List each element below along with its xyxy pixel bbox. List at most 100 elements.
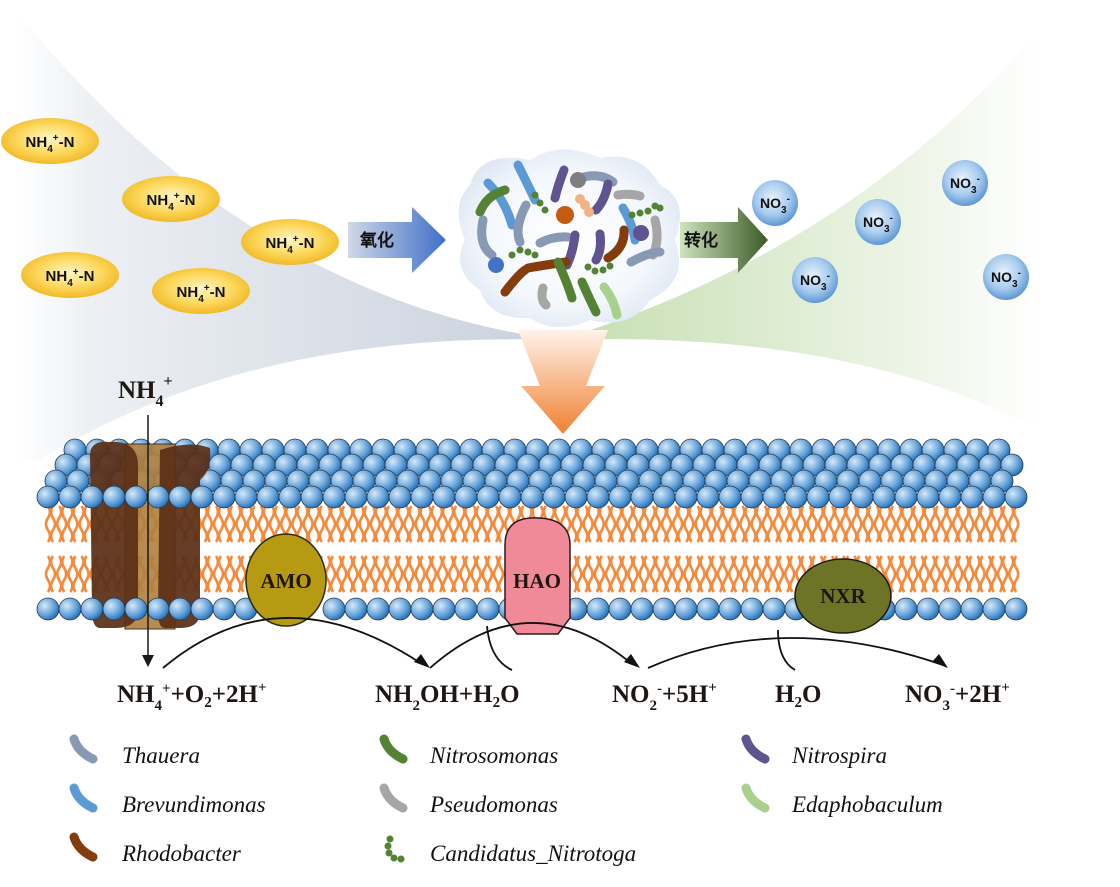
bacterium-edaphobaculum (599, 282, 622, 320)
bacterium-nitrospira (550, 165, 569, 203)
bacterium-pseudomonas (537, 283, 551, 310)
legend-label: Pseudomonas (429, 792, 558, 817)
lipid-head (806, 485, 830, 509)
lipid-head (1004, 485, 1028, 509)
legend-label: Candidatus_Nitrotoga (430, 841, 636, 866)
enzyme-nxr: NXR (794, 558, 892, 634)
bacterium-nitrosomonas (475, 185, 510, 217)
lipid-head (960, 485, 984, 509)
equation-water: H₂O (775, 681, 821, 708)
microbial-community-cloud (458, 149, 680, 328)
equation-nitrate: NO3-+2H+ (905, 680, 1010, 714)
equation-hydroxylamine: NH2OH+H₂O (375, 681, 520, 714)
lipid-head (476, 485, 500, 509)
svg-text:HAO: HAO (513, 569, 561, 593)
lipid-head (366, 597, 390, 621)
legend-chain-icon (384, 835, 405, 863)
lipid-head (256, 485, 280, 509)
lipid-head (520, 485, 544, 509)
arrowheads (414, 654, 948, 668)
legend-item: Candidatus_Nitrotoga (384, 835, 636, 866)
lipid-head (872, 485, 896, 509)
lipid-head (454, 597, 478, 621)
bacterium-nitrospira (591, 229, 605, 265)
ammonium-inlet: NH4+ (118, 373, 173, 667)
enzyme-hao: HAO (504, 517, 571, 635)
lipid-head (410, 597, 434, 621)
ammonium-pill-label: NH4+-N (266, 234, 315, 256)
legend-item: Nitrospira (741, 734, 887, 768)
legend: ThaueraBrevundimonasRhodobacterNitrosomo… (69, 734, 943, 866)
lipid-head (388, 485, 412, 509)
lipid-head (938, 485, 962, 509)
coccus (584, 207, 594, 217)
conversion-label: 转化 (684, 230, 718, 251)
lipid-head (718, 485, 742, 509)
lipid-head (498, 485, 522, 509)
bacterium-nitrosomonas (577, 277, 601, 317)
lipid-head (80, 597, 104, 621)
influent-band (15, 10, 560, 460)
bacterium-thauera (477, 215, 497, 260)
lipid-head (212, 485, 236, 509)
lipid-head (762, 485, 786, 509)
equation-nitrite: NO2-+5H+ (612, 680, 717, 714)
reaction-arrows (162, 617, 941, 671)
ammonium-pill-label: NH4+-N (46, 267, 95, 289)
lipid-head (652, 597, 676, 621)
lipid-head (740, 597, 764, 621)
lipid-head (212, 597, 236, 621)
lipid-head (894, 485, 918, 509)
lipid-head (344, 485, 368, 509)
lipid-head (586, 485, 610, 509)
lipid-head (278, 485, 302, 509)
legend-label: Nitrospira (791, 743, 887, 768)
ammonium-pill: NH4+-N (1, 118, 99, 164)
legend-label: Edaphobaculum (791, 792, 943, 817)
lipid-head (1004, 597, 1028, 621)
lipid-head (740, 485, 764, 509)
lipid-head (608, 485, 632, 509)
lipid-head (58, 485, 82, 509)
lipid-head (454, 485, 478, 509)
lipid-head (234, 485, 258, 509)
lipid-head (982, 597, 1006, 621)
legend-item: Brevundimonas (69, 783, 266, 817)
lipid-head (674, 485, 698, 509)
lipid-head (168, 485, 192, 509)
legend-rod-icon (379, 783, 408, 813)
bacterium-candidatus-nitrotoga (508, 246, 539, 259)
nitrate-ball: NO3- (792, 257, 838, 303)
bacterium-thauera (535, 232, 573, 248)
ammonium-pill: NH4+-N (21, 252, 119, 298)
legend-label: Thauera (122, 743, 200, 768)
ammonium-pill-label: NH4+-N (147, 191, 196, 213)
lipid-heads-inner (36, 485, 1028, 621)
nitrate-ball: NO3- (855, 199, 901, 245)
bacterium-nitrospira (591, 179, 613, 215)
lipid-head (828, 485, 852, 509)
lipid-head (696, 485, 720, 509)
bacterium-candidatus-nitrotoga (584, 262, 614, 275)
lipid-head (58, 597, 82, 621)
legend-item: Pseudomonas (379, 783, 558, 817)
lipid-head (322, 597, 346, 621)
enzyme-amo: AMO (245, 533, 327, 627)
lipid-head (388, 597, 412, 621)
legend-rod-icon (741, 783, 770, 813)
bacterium-candidatus-nitrotoga (531, 191, 549, 214)
lipid-head (938, 597, 962, 621)
lipid-head (982, 485, 1006, 509)
svg-text:AMO: AMO (260, 569, 311, 593)
lipid-head (190, 485, 214, 509)
lipid-head (124, 485, 148, 509)
lipid-head (894, 597, 918, 621)
ammonium-pill: NH4+-N (241, 219, 339, 265)
ammonium-pill: NH4+-N (122, 176, 220, 222)
lipid-head (916, 597, 940, 621)
bacterium-rhodobacter (603, 225, 629, 263)
legend-item: Nitrosomonas (379, 734, 558, 768)
lipid-head (674, 597, 698, 621)
nitrate-ball: NO3- (983, 254, 1029, 300)
